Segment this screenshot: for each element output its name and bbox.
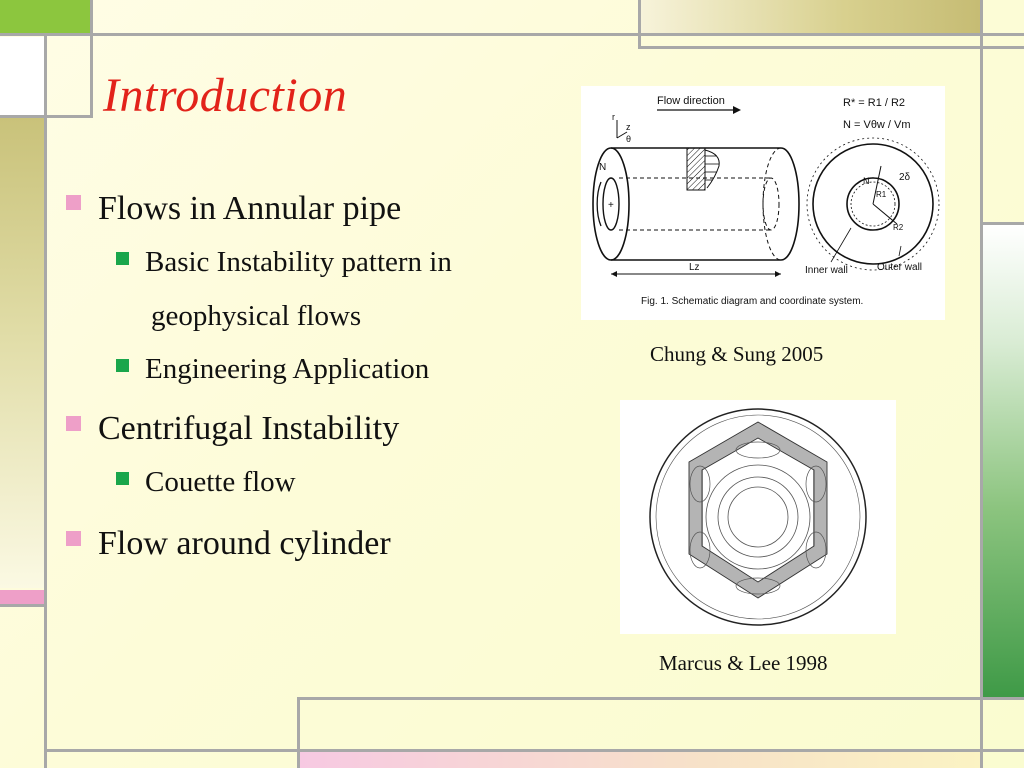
contour-cell bbox=[735, 441, 781, 459]
sub-bullet-couette-flow: Couette flow bbox=[145, 466, 296, 498]
frame-olive-block-left bbox=[0, 118, 44, 588]
contour-cell bbox=[689, 465, 711, 503]
frame-line-top bbox=[0, 33, 1024, 36]
sub-bullet-square-icon bbox=[116, 359, 129, 372]
schematic-diagram-svg: Flow direction r z θ N + bbox=[592, 95, 940, 307]
bullet-square-icon bbox=[66, 531, 81, 546]
contour-cell bbox=[735, 577, 781, 595]
bullet-square-icon bbox=[66, 195, 81, 210]
pipe-outer-end-right-hidden bbox=[762, 147, 782, 261]
label-r1: R1 bbox=[876, 190, 887, 199]
axis-z-line bbox=[616, 131, 628, 139]
label-outer-wall: Outer wall bbox=[877, 262, 922, 273]
contour-cell bbox=[805, 531, 827, 569]
frame-line-bottom-h1 bbox=[297, 697, 1024, 700]
label-lz: Lz bbox=[689, 262, 700, 273]
frame-line-bottom-v bbox=[297, 697, 300, 768]
radius-line bbox=[872, 165, 882, 205]
cross-section-inner-hatching bbox=[850, 181, 896, 227]
frame-line-top-right-h bbox=[638, 46, 1024, 49]
sub-bullet-engineering-application: Engineering Application bbox=[145, 353, 430, 385]
frame-line-top-right-v bbox=[638, 0, 641, 48]
contour-ring bbox=[655, 414, 861, 620]
frame-pink-strip-bottom bbox=[300, 752, 980, 768]
frame-line-bottom-h2 bbox=[44, 749, 1024, 752]
bullet-item-flow-around-cylinder: Flow around cylinder bbox=[98, 525, 391, 562]
sub-bullet-square-icon bbox=[116, 472, 129, 485]
cross-section-outer-hatching bbox=[806, 137, 940, 271]
bullet-item-centrifugal: Centrifugal Instability bbox=[98, 410, 400, 447]
frame-line-left-h1 bbox=[0, 115, 93, 118]
label-inner-wall: Inner wall bbox=[805, 265, 848, 276]
schematic-diagram-figure: Flow direction r z θ N + bbox=[581, 86, 945, 320]
contour-cell bbox=[689, 531, 711, 569]
contour-pattern-figure bbox=[620, 400, 896, 634]
bullet-item-annular-pipe: Flows in Annular pipe bbox=[98, 190, 402, 227]
cross-section-outer-wall bbox=[812, 143, 934, 265]
equation-n: N = Vθw / Vm bbox=[843, 119, 911, 131]
outer-wall-leader-line bbox=[898, 245, 902, 257]
frame-line-right-h bbox=[980, 222, 1024, 225]
contour-cell bbox=[805, 465, 827, 503]
label-2delta: 2δ bbox=[899, 172, 911, 183]
bullet-square-icon bbox=[66, 416, 81, 431]
figure2-credit-caption: Marcus & Lee 1998 bbox=[659, 651, 828, 675]
flow-direction-label: Flow direction bbox=[657, 95, 725, 107]
equation-r-star: R* = R1 / R2 bbox=[843, 97, 905, 109]
label-n-cross-section: N bbox=[863, 176, 870, 186]
label-n: N bbox=[599, 162, 606, 173]
frame-green-block-top-left bbox=[0, 0, 90, 33]
sub-bullet-geophysical-continuation: geophysical flows bbox=[151, 300, 362, 332]
sub-bullet-square-icon bbox=[116, 252, 129, 265]
frame-green-block-right bbox=[983, 225, 1024, 697]
pipe-inner-end-right-hidden bbox=[762, 177, 780, 231]
contour-line bbox=[701, 437, 815, 583]
frame-line-left-inner bbox=[90, 0, 93, 115]
axis-theta-label: θ bbox=[626, 134, 631, 144]
label-plus: + bbox=[608, 200, 614, 211]
frame-white-block-left bbox=[0, 37, 44, 115]
contour-inner-ring bbox=[717, 476, 799, 558]
slide-title: Introduction bbox=[103, 69, 348, 122]
length-arrowhead-right-icon bbox=[775, 271, 781, 277]
frame-line-left-h2 bbox=[0, 604, 47, 607]
flow-direction-arrowhead-icon bbox=[733, 106, 741, 114]
inner-wall-leader-line bbox=[830, 227, 852, 263]
figure-caption-text: Fig. 1. Schematic diagram and coordinate… bbox=[641, 296, 863, 307]
axis-z-label: z bbox=[626, 122, 631, 132]
rotation-arrow bbox=[596, 181, 602, 227]
pipe-outer-end-right bbox=[780, 147, 800, 261]
label-r2: R2 bbox=[893, 223, 904, 232]
figure1-credit-caption: Chung & Sung 2005 bbox=[650, 342, 824, 366]
pipe-inner-end-left bbox=[602, 177, 620, 231]
length-arrowhead-left-icon bbox=[611, 271, 617, 277]
contour-hexagonal-band bbox=[689, 421, 827, 599]
contour-line bbox=[688, 421, 828, 599]
frame-line-left-outer bbox=[44, 36, 47, 768]
velocity-profile-hatched bbox=[686, 147, 706, 191]
frame-line-right-v bbox=[980, 0, 983, 768]
cross-section-rotation-arrow bbox=[856, 177, 890, 185]
radius-line bbox=[872, 203, 898, 225]
contour-pattern-svg bbox=[649, 408, 867, 626]
sub-bullet-basic-instability: Basic Instability pattern in bbox=[145, 246, 452, 278]
frame-pink-strip-left bbox=[0, 590, 44, 604]
contour-outer-circle bbox=[649, 408, 867, 626]
contour-inner-ring bbox=[727, 486, 789, 548]
frame-olive-block-top-right bbox=[641, 0, 980, 33]
contour-inner-ring bbox=[705, 464, 811, 570]
axis-r-label: r bbox=[612, 112, 615, 122]
velocity-profile-curve bbox=[704, 149, 720, 189]
contour-band-group bbox=[688, 421, 828, 599]
